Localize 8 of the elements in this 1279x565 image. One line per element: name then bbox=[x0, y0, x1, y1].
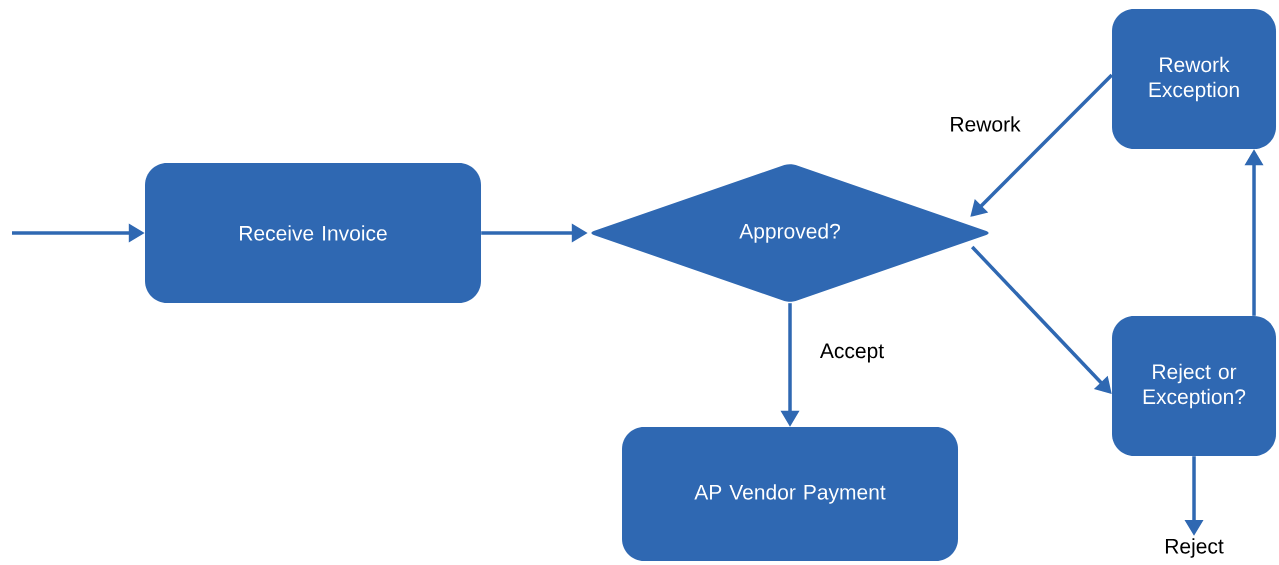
process-box: Reject or Exception? bbox=[1112, 316, 1276, 456]
process-box: Receive Invoice bbox=[145, 163, 481, 303]
end-label: Reject bbox=[1166, 538, 1224, 558]
arrow bbox=[970, 245, 1112, 394]
process-box: AP Vendor Payment bbox=[622, 427, 958, 561]
process-box: Rework Exception bbox=[1112, 9, 1276, 149]
edge-label: Accept bbox=[817, 341, 887, 365]
edge-label: Rework bbox=[947, 114, 1023, 134]
